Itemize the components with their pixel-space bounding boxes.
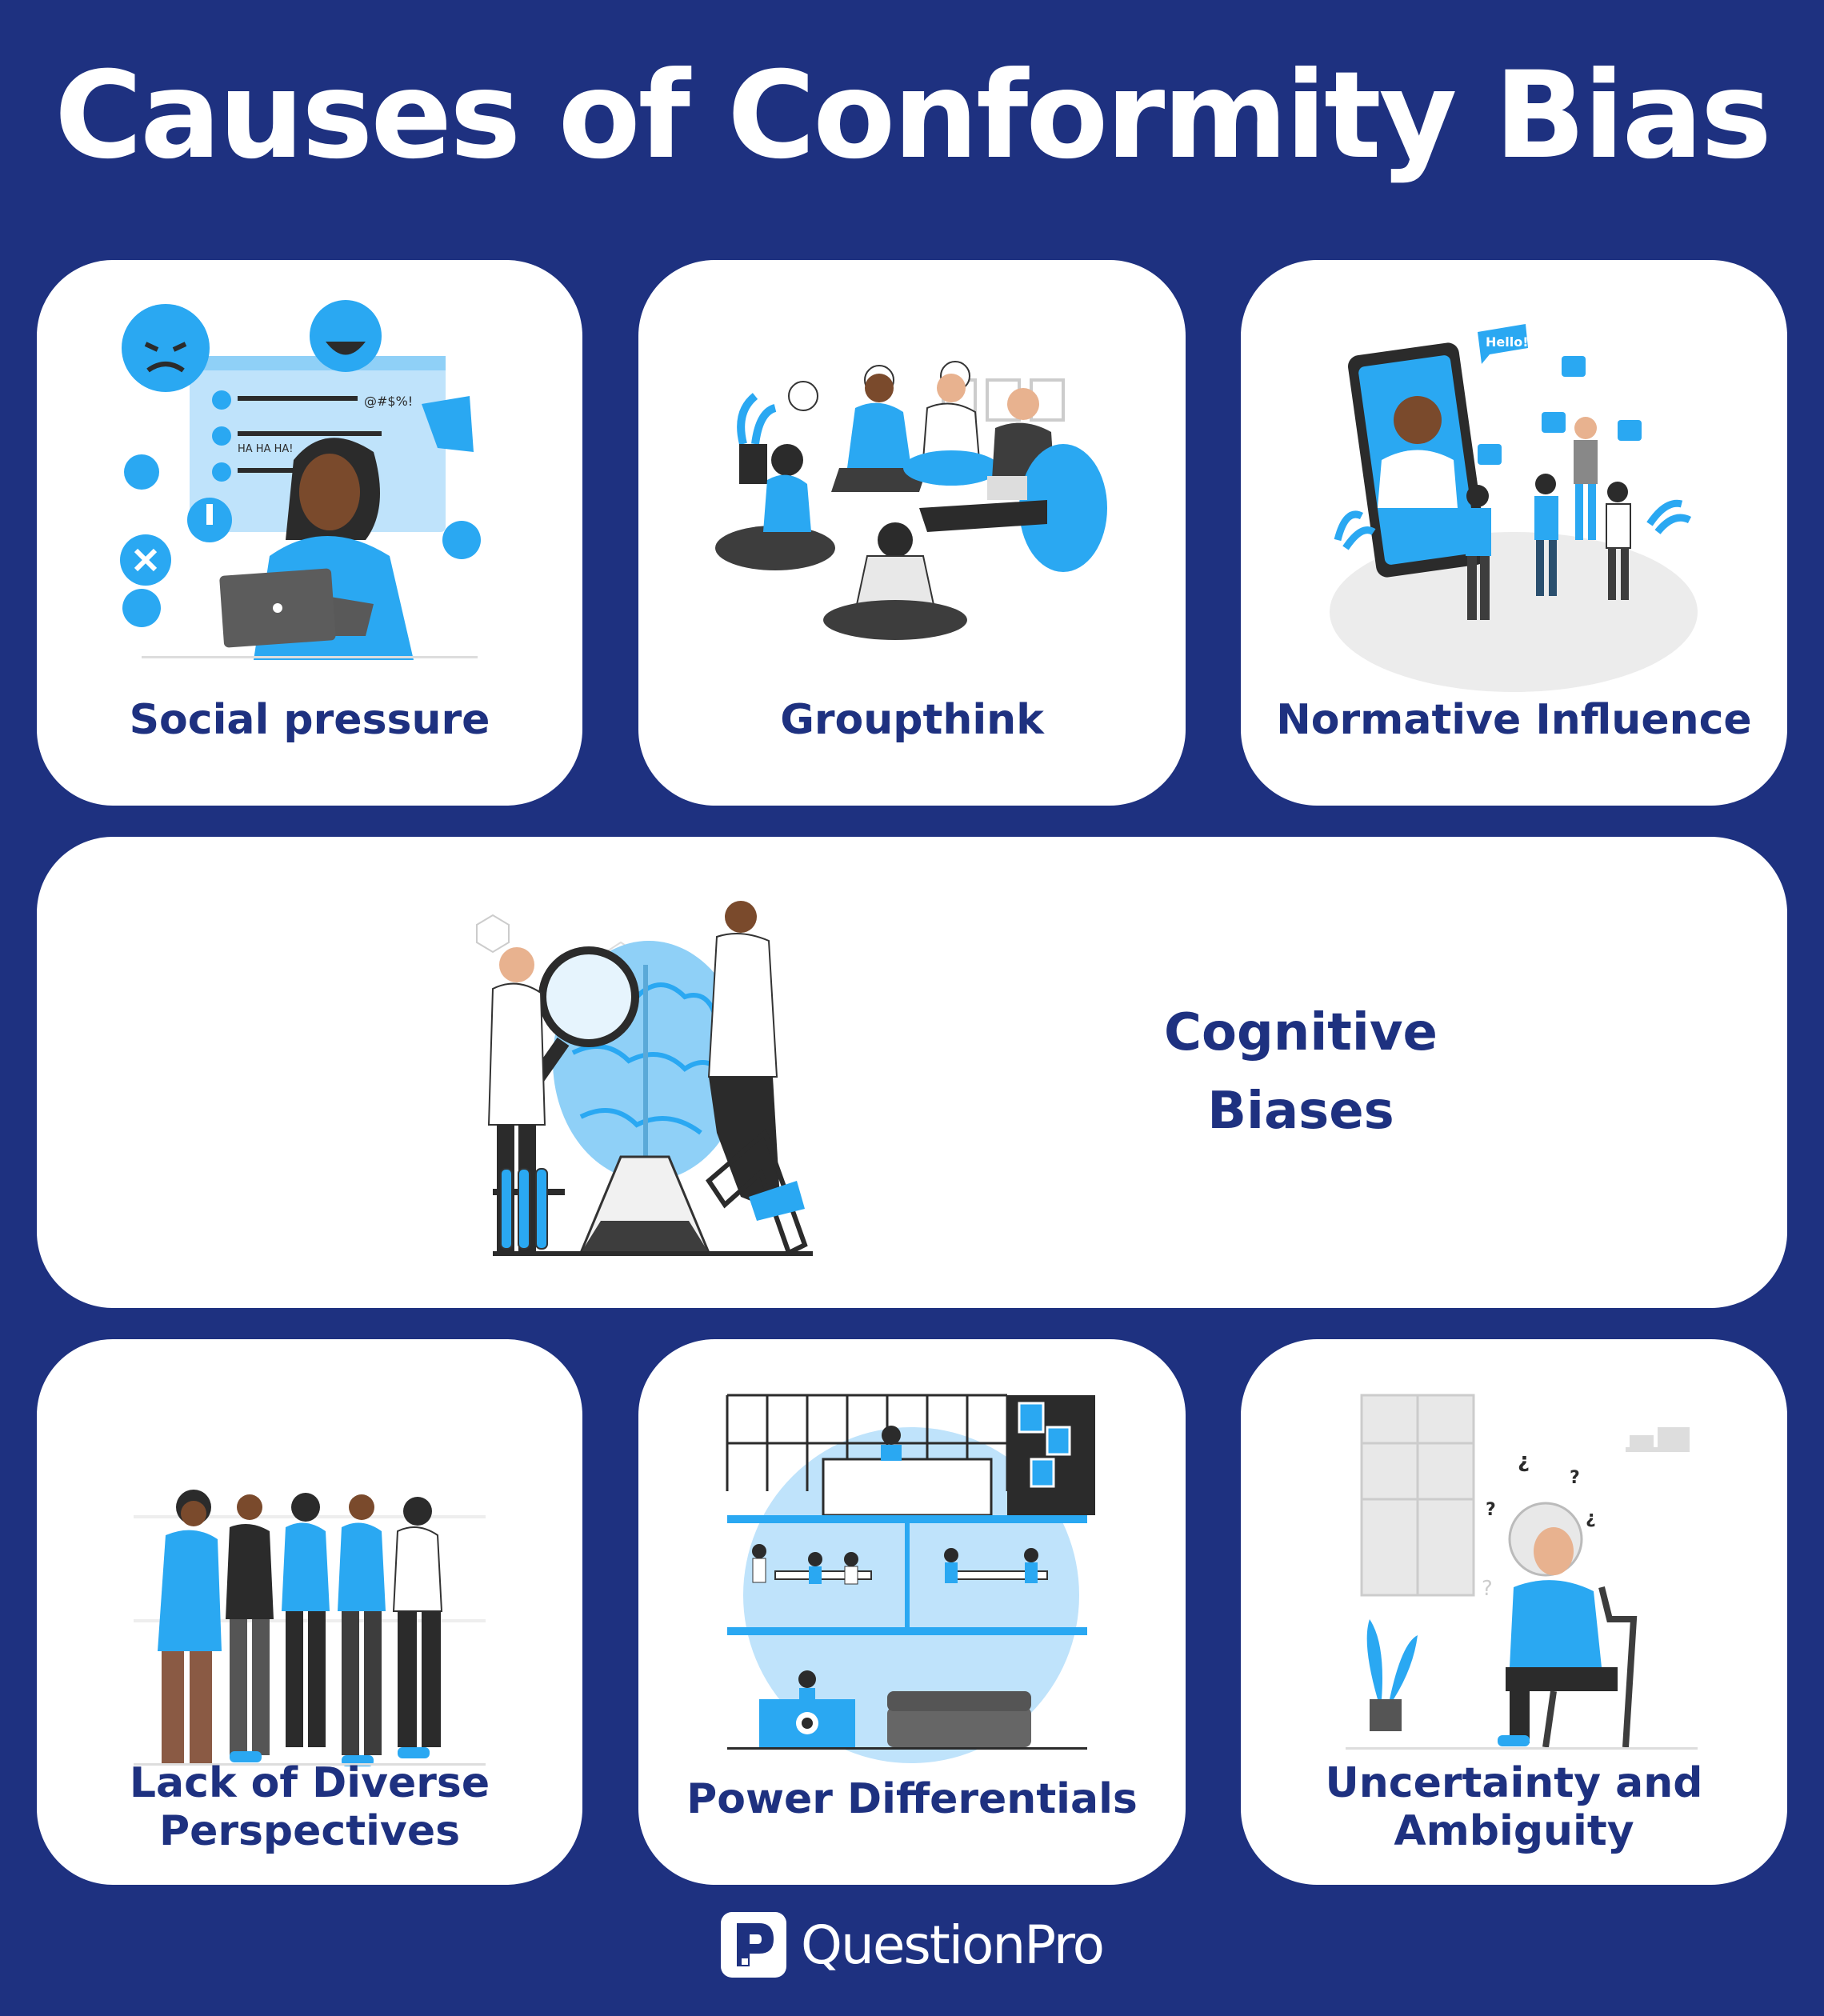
card-power-differentials: Power Differentials	[638, 1339, 1186, 1885]
card-label: Cognitive Biases	[1053, 994, 1549, 1150]
swear-text: @#$%!	[364, 394, 413, 409]
group-discussion-illustration	[711, 300, 1111, 700]
card-label-line: Cognitive	[1164, 1003, 1438, 1062]
frustrated-woman-laptop-emoji-illustration: @#$%! HA HA HA!	[110, 300, 510, 700]
card-groupthink: Groupthink	[638, 260, 1186, 806]
card-label-line: Perspectives	[158, 1807, 461, 1855]
question-mark: ?	[1570, 1468, 1580, 1488]
card-social-pressure: @#$%! HA HA HA!	[37, 260, 582, 806]
card-cognitive-biases: Cognitive Biases	[37, 837, 1787, 1308]
questionpro-logo-icon	[721, 1912, 787, 1978]
card-label: Power Differentials	[686, 1775, 1138, 1823]
card-label: Social pressure	[129, 696, 490, 744]
card-label: Groupthink	[780, 696, 1044, 744]
card-uncertainty-and-ambiguity: ¿ ? ? ¿ ? Uncertainty and Ambiguity	[1241, 1339, 1787, 1885]
hello-text: Hello!	[1486, 334, 1529, 350]
page-title: Causes of Conformity Bias	[54, 46, 1772, 186]
similar-people-group-illustration	[110, 1379, 510, 1779]
card-label: Lack of Diverse Perspectives	[37, 1759, 582, 1855]
questionpro-logo: QuestionPro	[0, 1912, 1824, 1978]
scientists-brain-illustration	[469, 893, 821, 1261]
office-hierarchy-building-illustration	[711, 1379, 1111, 1779]
card-lack-of-diverse-perspectives: Lack of Diverse Perspectives	[37, 1339, 582, 1885]
question-mark: ¿	[1586, 1508, 1596, 1528]
card-label-line: Uncertainty and	[1325, 1759, 1703, 1807]
card-label: Normative Influence	[1276, 696, 1752, 744]
card-label-line: Lack of Diverse	[129, 1759, 490, 1807]
question-mark: ?	[1486, 1500, 1496, 1520]
card-label: Uncertainty and Ambiguity	[1241, 1759, 1787, 1855]
confused-woman-thinking-illustration: ¿ ? ? ¿ ?	[1314, 1379, 1714, 1779]
laugh-text: HA HA HA!	[238, 443, 293, 455]
question-mark: ?	[1482, 1577, 1493, 1601]
card-label-line: Ambiguity	[1394, 1807, 1634, 1855]
phone-greeting-crowd-illustration: Hello!	[1314, 300, 1714, 700]
question-mark: ¿	[1518, 1449, 1530, 1473]
card-label-line: Biases	[1207, 1082, 1394, 1141]
card-normative-influence: Hello! Normative Influence	[1241, 260, 1787, 806]
logo-text: QuestionPro	[801, 1914, 1105, 1976]
